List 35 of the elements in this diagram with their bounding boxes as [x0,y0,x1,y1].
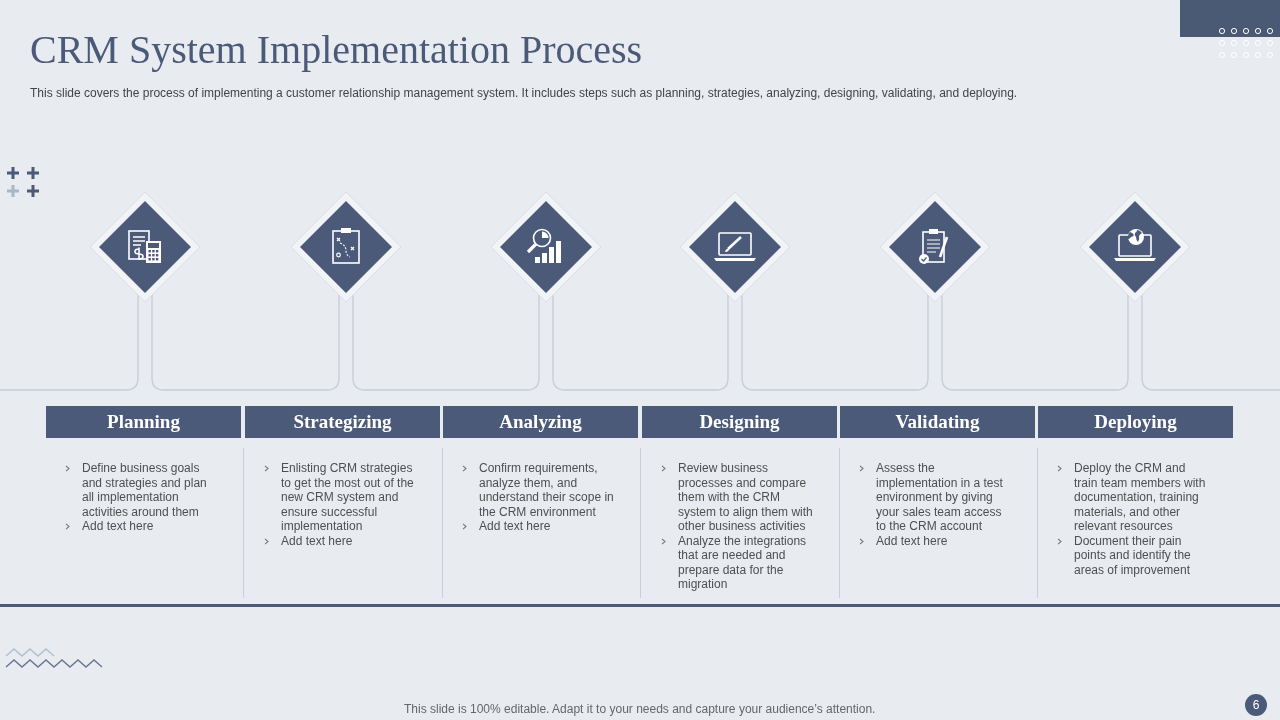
bullet-text: Define business goals and strategies and plan all implementation activities around them [82,461,208,519]
connector-line [1141,294,1280,391]
bullet-text: Add text here [281,533,354,548]
connector-line [151,294,340,391]
step-diamond [290,191,402,303]
step-header: Validating [840,406,1035,438]
step-header: Analyzing [443,406,638,438]
connector-line [352,294,540,391]
bullet-text: Review business processes and compare them with the CRM system to align them with other business activities [678,461,814,534]
bullet-text: Assess the implementation in a test environment by giving your sales team access to the CRM account [876,461,1004,534]
step-diamond [89,191,201,303]
step-header: Planning [46,406,241,438]
bullet-text: Add text here [876,533,949,548]
subtitle-text: This slide covers the process of implementing a customer relationship management system. It includes steps such as planning, strategies, analyzing, designing, validating, and deploying. [30,86,1018,100]
connector-line [941,294,1129,391]
step-diamond [879,191,991,303]
footer-note: This slide is 100% editable. Adapt it to your needs and capture your audience’s attention. [404,702,876,716]
connector-line [741,294,929,391]
bullet-text: Analyze the integrations that are needed and prepare data for the migration [678,533,808,592]
bullet-text: Add text here [82,519,155,534]
step-header: Designing [642,406,837,438]
step-header: Strategizing [245,406,440,438]
bullet-text: Add text here [479,519,552,534]
bullet-text: Enlisting CRM strategies to get the most out of the new CRM system and ensure successful implementation [281,461,415,534]
step-diamond [1079,191,1191,303]
connector-line [0,294,139,391]
step-diamond [679,191,791,303]
slide-title: CRM System Implementation Process [30,28,643,72]
connector-line [552,294,729,391]
bullet-text: Document their pain points and identify the areas of improvement [1074,533,1192,577]
bullet-text: Deploy the CRM and train team members with documentation, training materials, and other relevant resources [1074,461,1207,534]
step-header: Deploying [1038,406,1233,438]
step-diamond [490,191,602,303]
bullet-text: Confirm requirements, analyze them, and understand their scope in the CRM environment [479,461,615,519]
page-number: 6 [1245,694,1267,716]
